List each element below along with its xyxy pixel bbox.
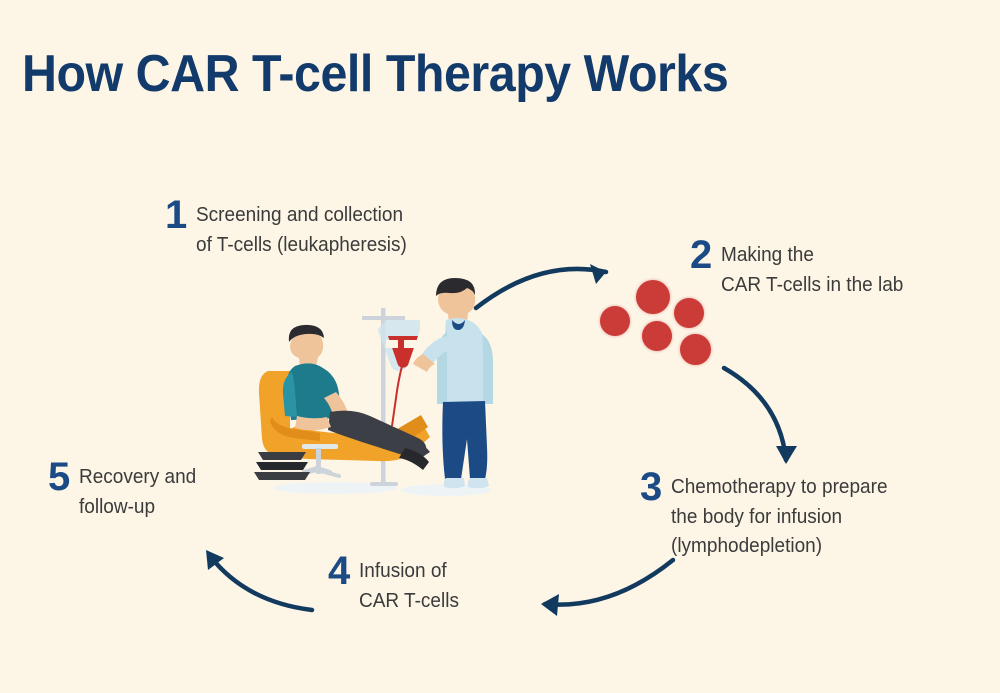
iv-pole-icon: [362, 308, 405, 486]
step-3-number: 3: [640, 465, 663, 509]
arrow-step1-to-step2: [473, 264, 609, 311]
step-3-label: Chemotherapy to prepare the body for inf…: [671, 476, 888, 558]
step-5: 5 Recovery and follow-up: [48, 455, 203, 522]
car-t-cell-cluster: [596, 276, 726, 371]
patient-treatment-illustration: [250, 276, 515, 506]
floor-shadow-left: [273, 482, 397, 494]
page-title: How CAR T-cell Therapy Works: [22, 45, 729, 103]
illustration-svg: [254, 278, 493, 496]
blood-bag-icon: [378, 320, 420, 427]
patient-figure: [282, 324, 430, 470]
arrow-step4-to-step5: [206, 550, 315, 613]
step-3: 3 Chemotherapy to prepare the body for i…: [640, 465, 899, 562]
step-2: 2 Making the CAR T-cells in the lab: [690, 233, 913, 300]
step-4-label: Infusion of CAR T-cells: [359, 560, 460, 612]
step-2-label: Making the CAR T-cells in the lab: [721, 244, 904, 296]
step-1-number: 1: [165, 193, 188, 237]
step-2-number: 2: [690, 233, 713, 277]
step-stool-icon: [254, 452, 310, 480]
car-t-cell: [674, 298, 704, 328]
car-t-cell: [680, 334, 711, 365]
step-5-label: Recovery and follow-up: [79, 466, 197, 518]
step-5-number: 5: [48, 455, 71, 499]
nurse-figure: [413, 278, 493, 489]
step-1: 1 Screening and collection of T-cells (l…: [165, 193, 418, 260]
car-t-cell: [642, 321, 672, 351]
arrow-step2-to-step3: [721, 365, 797, 464]
step-4: 4 Infusion of CAR T-cells: [328, 549, 464, 616]
arrow-step3-to-step4: [541, 557, 676, 616]
step-4-number: 4: [328, 549, 351, 593]
step-1-label: Screening and collection of T-cells (leu…: [196, 204, 408, 256]
car-t-cell: [600, 306, 630, 336]
car-t-cell: [636, 280, 670, 314]
